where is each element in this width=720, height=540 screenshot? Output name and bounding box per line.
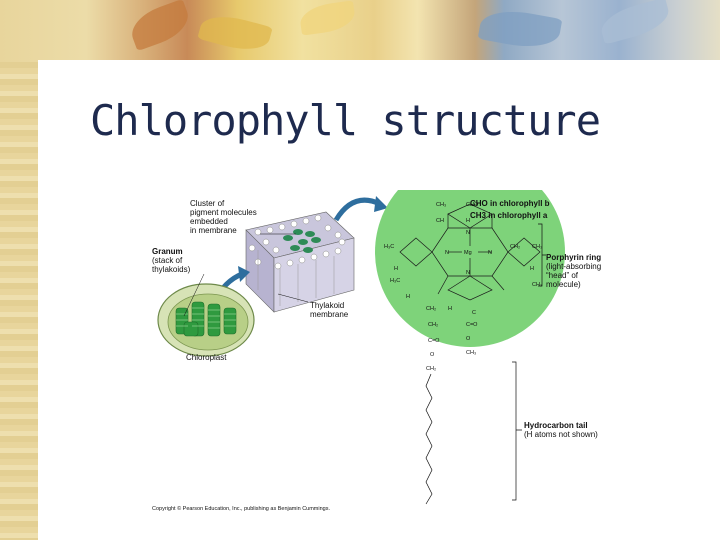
svg-text:CH₂: CH₂ — [510, 244, 520, 250]
svg-text:N: N — [466, 270, 470, 276]
label-chlorophyll-b: CHO in chlorophyll b — [470, 199, 550, 208]
svg-text:C=O: C=O — [428, 338, 440, 344]
membrane-block — [245, 211, 355, 313]
hydrocarbon-tail — [425, 373, 433, 505]
leader-lines — [183, 233, 309, 317]
svg-text:Mg: Mg — [464, 250, 472, 256]
svg-text:CH: CH — [436, 218, 444, 224]
svg-text:CH₃: CH₃ — [466, 350, 476, 356]
svg-text:CH₃: CH₃ — [532, 282, 542, 288]
svg-text:N: N — [466, 230, 470, 236]
bracket-porphyrin — [538, 223, 546, 287]
arrow-to-ring — [333, 197, 382, 222]
chloroplast — [157, 283, 255, 357]
svg-text:CH₂: CH₂ — [426, 366, 436, 372]
svg-text:C=O: C=O — [466, 322, 478, 328]
svg-text:O: O — [430, 352, 435, 358]
svg-text:O: O — [466, 336, 471, 342]
svg-text:H: H — [406, 294, 410, 300]
content-panel — [38, 60, 720, 540]
copyright-text: Copyright © Pearson Education, Inc., pub… — [152, 505, 330, 512]
svg-text:H: H — [448, 306, 452, 312]
svg-text:CH₂: CH₂ — [428, 322, 438, 328]
svg-text:CH₃: CH₃ — [532, 244, 542, 250]
svg-text:H: H — [466, 218, 470, 224]
svg-text:H: H — [530, 266, 534, 272]
label-chlorophyll-a: CH3 in chlorophyll a — [470, 211, 548, 220]
label-chloroplast: Chloroplast — [186, 353, 227, 362]
svg-text:N: N — [488, 250, 492, 256]
svg-text:CHO: CHO — [466, 202, 479, 208]
label-hydrocarbon-tail: Hydrocarbon tail(H atoms not shown) — [524, 421, 598, 439]
svg-text:CH₃: CH₃ — [436, 202, 446, 208]
svg-text:C: C — [472, 310, 476, 316]
svg-text:H₃C: H₃C — [390, 278, 400, 284]
svg-text:CH₂: CH₂ — [426, 306, 436, 312]
svg-text:N: N — [445, 250, 449, 256]
slide-title: Chlorophyll structure — [90, 96, 601, 145]
bracket-tail — [512, 361, 522, 501]
parchment-strip — [0, 0, 38, 540]
porphyrin-ring — [399, 203, 541, 301]
decorative-banner — [0, 0, 720, 62]
svg-text:H₃C: H₃C — [384, 244, 394, 250]
svg-text:H: H — [394, 266, 398, 272]
